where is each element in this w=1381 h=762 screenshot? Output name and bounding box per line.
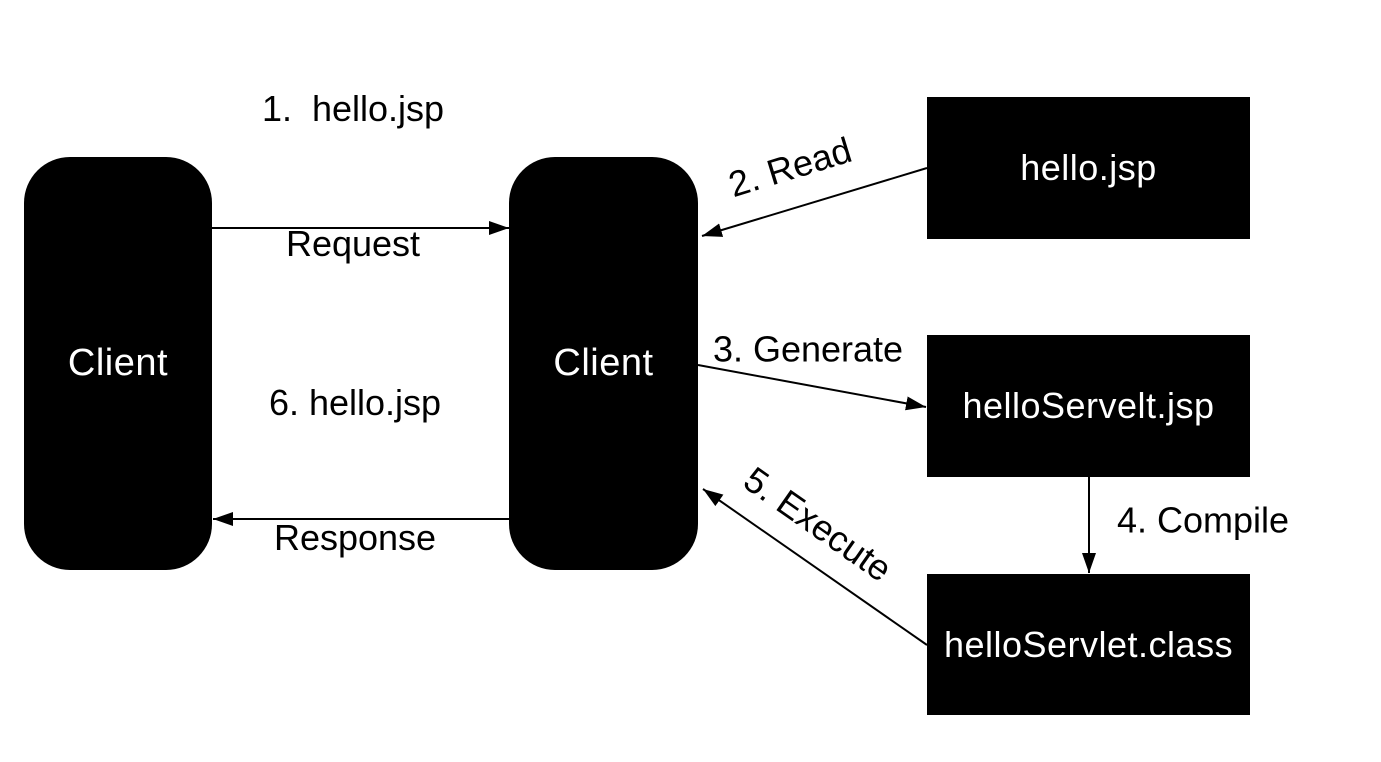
arrow-label-read: 2. Read — [723, 128, 857, 206]
arrow-label-response: 6. hello.jsp Response — [269, 290, 441, 650]
arrow-label-request-line2: Request — [285, 223, 421, 264]
node-helloservlet-class: helloServlet.class — [927, 574, 1250, 715]
node-helloservlet-class-label: helloServlet.class — [943, 623, 1234, 665]
node-hello-jsp-label: hello.jsp — [1020, 147, 1157, 188]
node-client-left-label: Client — [67, 342, 169, 384]
arrow-label-execute: 5. Execute — [736, 458, 900, 590]
arrow-label-generate: 3. Generate — [712, 328, 904, 370]
node-hello-jsp: hello.jsp — [927, 97, 1250, 239]
arrow-label-request: 1. hello.jsp Request — [262, 0, 444, 356]
node-client-middle-label: Client — [553, 342, 654, 384]
arrow-label-response-line1: 6. hello.jsp — [268, 382, 442, 423]
arrow-label-response-line2: Response — [273, 517, 437, 558]
node-client-middle: Client — [509, 157, 698, 570]
node-helloservelt-jsp: helloServelt.jsp — [927, 335, 1250, 477]
node-helloservelt-jsp-label: helloServelt.jsp — [962, 385, 1215, 426]
node-client-left: Client — [24, 157, 212, 570]
arrow-label-request-line1: 1. hello.jsp — [261, 88, 445, 129]
arrow-label-compile: 4. Compile — [1116, 499, 1290, 541]
